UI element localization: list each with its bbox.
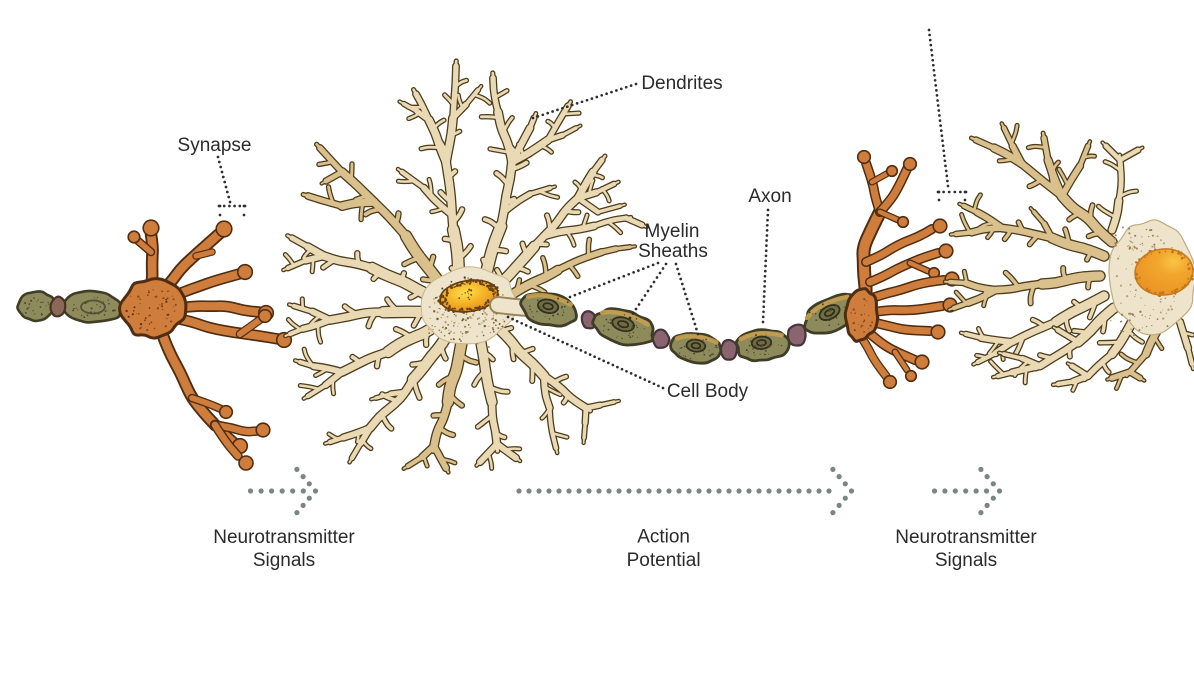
svg-text:Cell Body: Cell Body (667, 381, 749, 402)
svg-text:Potential: Potential (627, 550, 701, 571)
svg-text:Dendrites: Dendrites (641, 73, 722, 94)
svg-text:Signals: Signals (935, 550, 997, 571)
svg-text:Neurotransmitter: Neurotransmitter (213, 527, 355, 548)
svg-text:Signals: Signals (253, 550, 315, 571)
svg-text:Action: Action (637, 526, 690, 547)
svg-text:Synapse: Synapse (178, 135, 252, 156)
svg-text:Myelin: Myelin (645, 221, 700, 242)
svg-text:Sheaths: Sheaths (638, 241, 708, 262)
svg-text:Axon: Axon (748, 186, 791, 207)
svg-text:Neurotransmitter: Neurotransmitter (895, 527, 1037, 548)
